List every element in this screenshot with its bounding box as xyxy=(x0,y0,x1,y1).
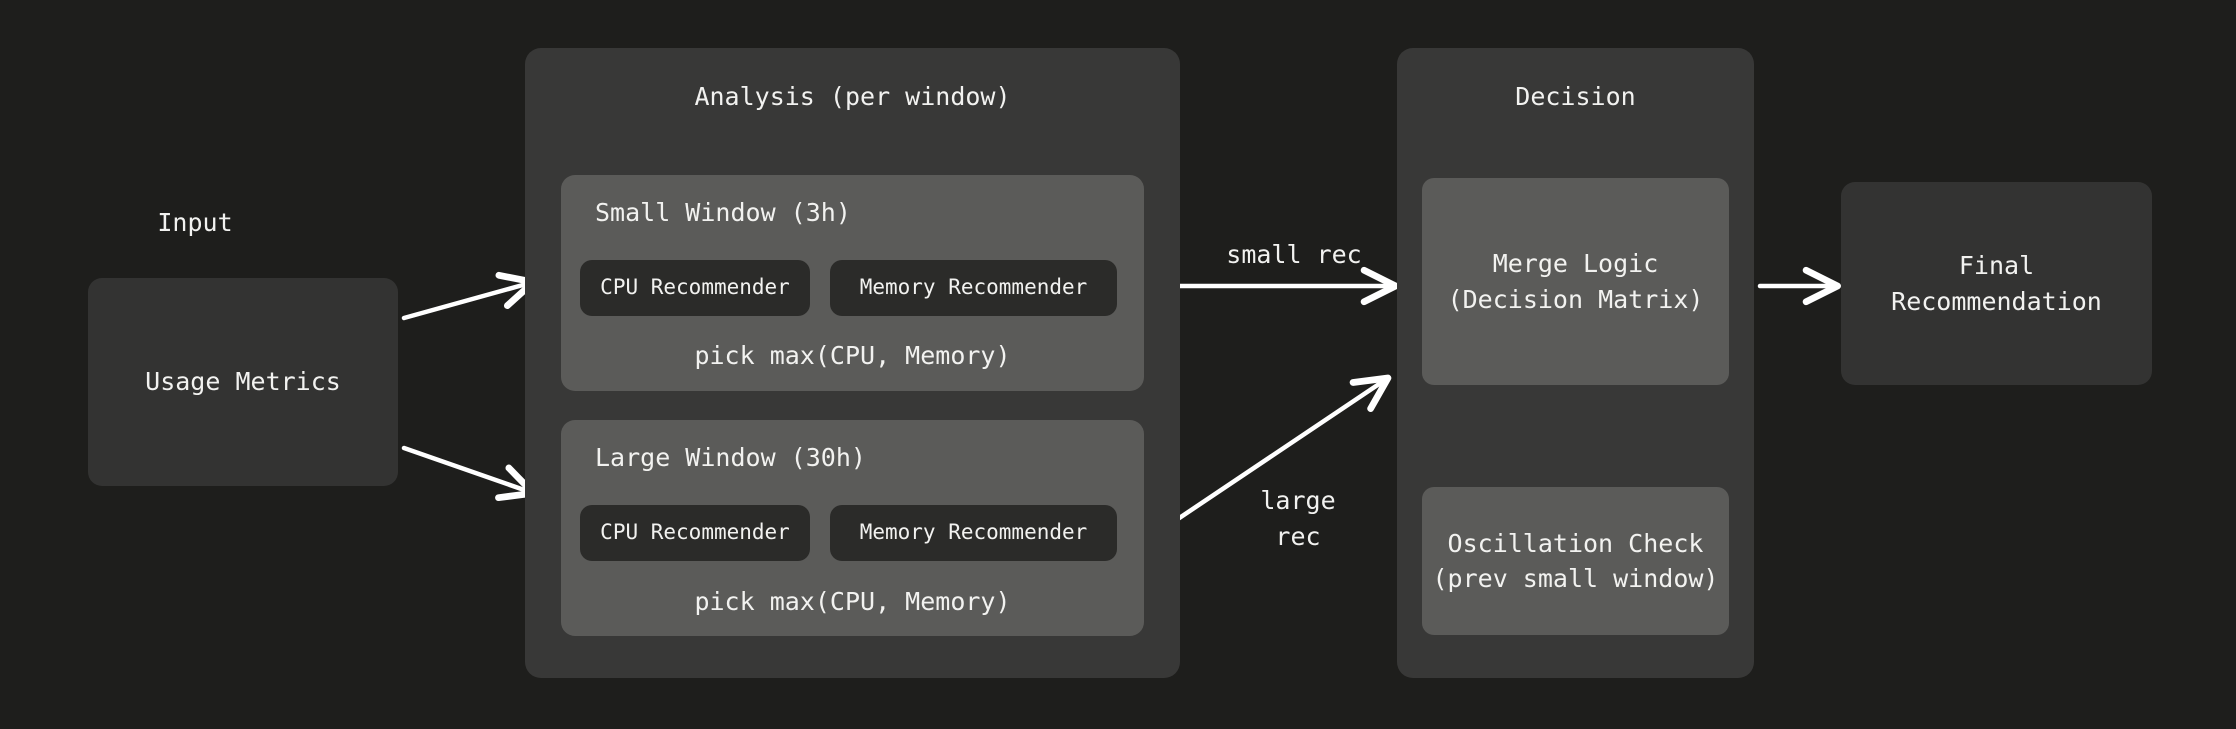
input-section-caption: Input xyxy=(157,208,233,237)
node-usage-metrics[interactable]: Usage Metrics xyxy=(88,278,398,486)
edge-label-large-rec: large rec xyxy=(1260,486,1336,551)
node-oscillation-check[interactable]: Oscillation Check (prev small window) xyxy=(1422,487,1729,635)
label-small-window-pick-max: pick max(CPU, Memory) xyxy=(694,341,1011,370)
label-large-window-pick-max: pick max(CPU, Memory) xyxy=(694,587,1011,616)
edge-input-to-large-window xyxy=(401,445,537,502)
node-small-window-cpu-recommender[interactable]: CPU Recommender xyxy=(580,260,810,316)
panel-decision-title: Decision xyxy=(1515,82,1636,111)
panel-small-window-title: Small Window (3h) xyxy=(595,198,851,227)
edge-input-to-small-window xyxy=(401,271,537,321)
panel-analysis-title: Analysis (per window) xyxy=(694,82,1011,111)
panel-large-window-title: Large Window (30h) xyxy=(595,443,866,472)
edge-label-small-rec: small rec xyxy=(1226,240,1362,269)
node-large-window-memory-recommender[interactable]: Memory Recommender xyxy=(830,505,1117,561)
node-large-window-cpu-recommender[interactable]: CPU Recommender xyxy=(580,505,810,561)
node-final-recommendation[interactable]: Final Recommendation xyxy=(1841,182,2152,385)
node-small-window-memory-recommender[interactable]: Memory Recommender xyxy=(830,260,1117,316)
node-merge-logic[interactable]: Merge Logic (Decision Matrix) xyxy=(1422,178,1729,385)
